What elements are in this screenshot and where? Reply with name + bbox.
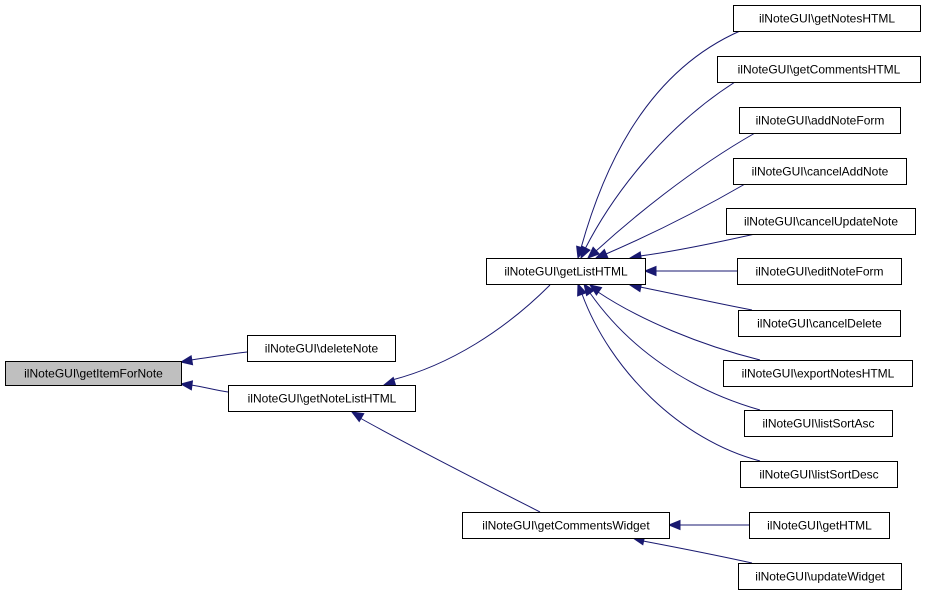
node-getNotesHTML[interactable]: ilNoteGUI\getNotesHTML xyxy=(733,5,921,32)
node-box xyxy=(739,107,901,134)
edge-getNoteListHTML-to-getItemForNote xyxy=(179,380,229,393)
node-label: ilNoteGUI\cancelUpdateNote xyxy=(744,215,898,229)
node-box xyxy=(486,258,646,285)
edge-line xyxy=(605,183,746,255)
node-getListHTML[interactable]: ilNoteGUI\getListHTML xyxy=(486,258,646,285)
edge-editNoteForm-to-getListHTML xyxy=(643,265,737,277)
node-label: ilNoteGUI\cancelDelete xyxy=(757,317,882,331)
edge-listSortDesc-to-getListHTML xyxy=(577,282,761,462)
edge-line xyxy=(190,351,248,361)
node-label: ilNoteGUI\addNoteForm xyxy=(756,114,885,128)
node-box xyxy=(740,461,898,488)
node-box xyxy=(733,5,921,32)
node-box xyxy=(717,56,921,83)
node-deleteNote[interactable]: ilNoteGUI\deleteNote xyxy=(247,335,396,362)
arrowhead xyxy=(382,376,397,387)
node-box xyxy=(726,208,916,235)
edge-line xyxy=(359,417,541,513)
edge-line xyxy=(597,291,761,361)
node-getItemForNote[interactable]: ilNoteGUI\getItemForNote xyxy=(5,361,182,386)
edge-listSortAsc-to-getListHTML xyxy=(583,282,761,411)
edge-line xyxy=(589,292,761,411)
arrowhead xyxy=(350,411,365,423)
edge-line xyxy=(580,30,741,249)
edge-line xyxy=(581,293,761,462)
edge-cancelAddNote-to-getListHTML xyxy=(594,183,746,259)
node-label: ilNoteGUI\deleteNote xyxy=(265,342,379,356)
edge-line xyxy=(642,540,753,564)
node-editNoteForm[interactable]: ilNoteGUI\editNoteForm xyxy=(737,258,902,285)
node-exportNotesHTML[interactable]: ilNoteGUI\exportNotesHTML xyxy=(723,360,913,387)
edge-getHTML-to-getCommentsWidget xyxy=(667,519,749,531)
node-label: ilNoteGUI\getNotesHTML xyxy=(759,12,895,26)
edge-getCommentsHTML-to-getListHTML xyxy=(580,81,736,260)
node-box xyxy=(749,512,890,539)
node-label: ilNoteGUI\cancelAddNote xyxy=(752,165,889,179)
node-box xyxy=(744,410,893,437)
arrowhead xyxy=(179,354,194,366)
node-box xyxy=(733,158,907,185)
edge-getListHTML-to-getNoteListHTML xyxy=(382,284,551,387)
node-box xyxy=(723,360,913,387)
node-box xyxy=(5,361,182,386)
arrowhead xyxy=(179,380,194,391)
node-box xyxy=(462,512,670,539)
arrowhead xyxy=(643,265,657,277)
node-label: ilNoteGUI\listSortAsc xyxy=(762,417,874,431)
node-box xyxy=(737,258,902,285)
edge-line xyxy=(639,233,756,257)
edge-line xyxy=(595,132,756,252)
arrowhead xyxy=(580,245,591,260)
edge-cancelUpdateNote-to-getListHTML xyxy=(628,233,756,262)
arrowhead xyxy=(594,248,609,259)
node-box xyxy=(738,310,901,337)
node-cancelDelete[interactable]: ilNoteGUI\cancelDelete xyxy=(738,310,901,337)
node-getNoteListHTML[interactable]: ilNoteGUI\getNoteListHTML xyxy=(228,385,416,412)
node-layer: ilNoteGUI\getItemForNote ilNoteGUI\delete… xyxy=(5,5,921,590)
arrowhead xyxy=(577,282,587,297)
edge-cancelDelete-to-getListHTML xyxy=(628,282,753,311)
edge-line xyxy=(391,284,551,381)
node-cancelAddNote[interactable]: ilNoteGUI\cancelAddNote xyxy=(733,158,907,185)
edge-addNoteForm-to-getListHTML xyxy=(587,132,756,259)
node-label: ilNoteGUI\getCommentsHTML xyxy=(738,63,901,77)
edge-line xyxy=(584,81,736,250)
edge-layer xyxy=(179,30,761,564)
node-label: ilNoteGUI\exportNotesHTML xyxy=(742,367,895,381)
edge-deleteNote-to-getItemForNote xyxy=(179,351,248,366)
node-box xyxy=(228,385,416,412)
node-box xyxy=(247,335,396,362)
edge-line xyxy=(190,384,229,393)
node-getCommentsWidget[interactable]: ilNoteGUI\getCommentsWidget xyxy=(462,512,670,539)
edge-getCommentsWidget-to-getNoteListHTML xyxy=(350,411,541,513)
node-listSortDesc[interactable]: ilNoteGUI\listSortDesc xyxy=(740,461,898,488)
edge-updateWidget-to-getCommentsWidget xyxy=(631,535,753,564)
node-label: ilNoteGUI\getCommentsWidget xyxy=(482,519,650,533)
node-updateWidget[interactable]: ilNoteGUI\updateWidget xyxy=(738,563,902,590)
arrowhead xyxy=(667,519,681,531)
node-label: ilNoteGUI\editNoteForm xyxy=(755,265,883,279)
node-getHTML[interactable]: ilNoteGUI\getHTML xyxy=(749,512,890,539)
node-label: ilNoteGUI\getItemForNote xyxy=(24,367,163,381)
node-label: ilNoteGUI\updateWidget xyxy=(755,570,885,584)
arrowhead xyxy=(587,246,601,259)
node-label: ilNoteGUI\listSortDesc xyxy=(759,468,878,482)
node-cancelUpdateNote[interactable]: ilNoteGUI\cancelUpdateNote xyxy=(726,208,916,235)
node-addNoteForm[interactable]: ilNoteGUI\addNoteForm xyxy=(739,107,901,134)
node-getCommentsHTML[interactable]: ilNoteGUI\getCommentsHTML xyxy=(717,56,921,83)
edge-exportNotesHTML-to-getListHTML xyxy=(588,284,761,361)
node-listSortAsc[interactable]: ilNoteGUI\listSortAsc xyxy=(744,410,893,437)
node-label: ilNoteGUI\getNoteListHTML xyxy=(248,392,397,406)
node-label: ilNoteGUI\getListHTML xyxy=(504,265,628,279)
node-box xyxy=(738,563,902,590)
node-label: ilNoteGUI\getHTML xyxy=(767,519,872,533)
edge-line xyxy=(639,286,753,311)
edge-getNotesHTML-to-getListHTML xyxy=(576,30,741,260)
